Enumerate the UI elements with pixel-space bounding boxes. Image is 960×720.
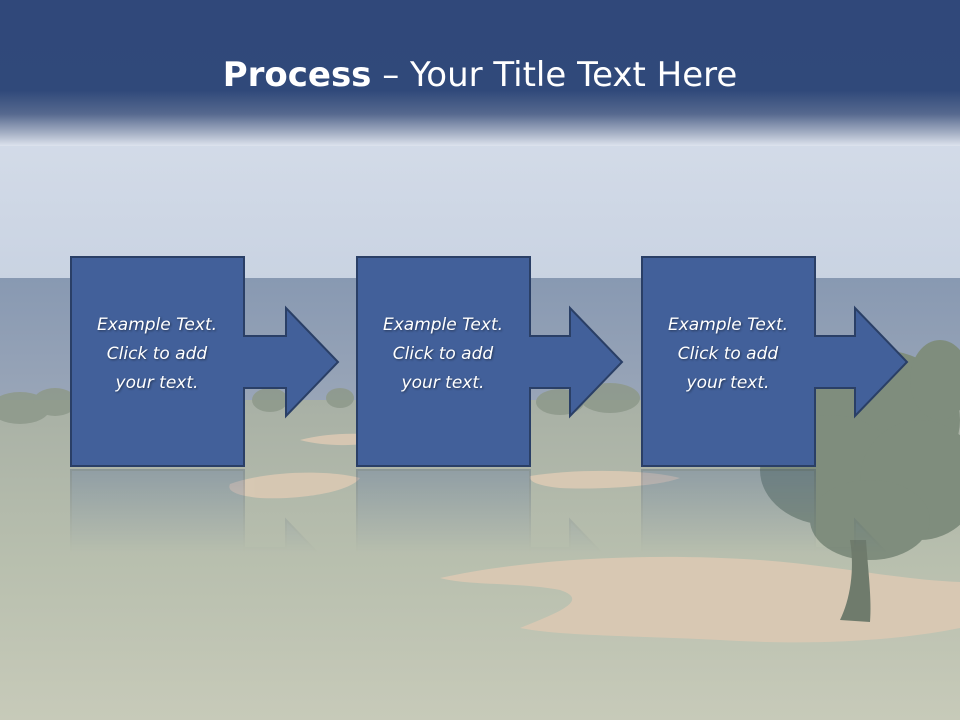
title-bold-text: Process <box>222 55 372 95</box>
process-step-2[interactable]: Example Text. Click to add your text. <box>356 256 702 680</box>
process-step-1[interactable]: Example Text. Click to add your text. <box>70 256 416 680</box>
arrow-box-reflection <box>641 469 909 680</box>
step-text[interactable]: Example Text. Click to add your text. <box>643 311 813 398</box>
slide-title[interactable]: Process – Your Title Text Here <box>0 52 960 98</box>
step-text[interactable]: Example Text. Click to add your text. <box>358 311 528 398</box>
arrow-box-reflection <box>356 469 624 680</box>
step-text-line: Click to add <box>677 344 779 364</box>
step-text-line: Example Text. <box>667 315 789 335</box>
step-text[interactable]: Example Text. Click to add your text. <box>72 311 242 398</box>
step-text-line: your text. <box>686 373 770 393</box>
arrow-box-reflection <box>70 469 340 680</box>
process-step-3[interactable]: Example Text. Click to add your text. <box>641 256 941 680</box>
arrow-box-shape <box>356 256 624 467</box>
arrow-box-shape <box>70 256 340 467</box>
step-text-line: Example Text. <box>96 315 218 335</box>
step-text-line: your text. <box>115 373 199 393</box>
title-rest-text: – Your Title Text Here <box>371 55 738 95</box>
step-text-line: Click to add <box>392 344 494 364</box>
step-text-line: Click to add <box>106 344 208 364</box>
step-text-line: your text. <box>401 373 485 393</box>
step-text-line: Example Text. <box>382 315 504 335</box>
arrow-box-shape <box>641 256 909 467</box>
title-bar <box>0 0 960 146</box>
